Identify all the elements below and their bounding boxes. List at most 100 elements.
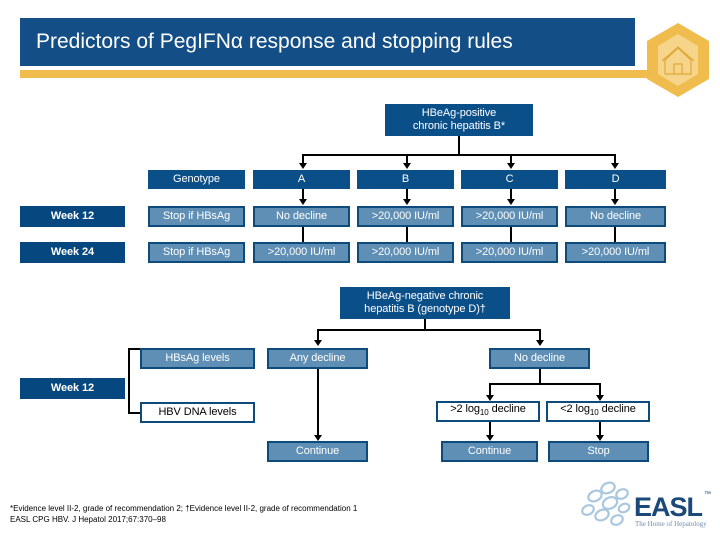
wk24-marker-text: Stop if HBsAg bbox=[162, 246, 231, 258]
banner-bar bbox=[20, 18, 635, 66]
outcome-continue-left: Continue bbox=[267, 441, 368, 462]
easl-logo: EASL ™ The Home of Hepatology bbox=[578, 478, 714, 536]
table-header-genotype-a: A bbox=[253, 170, 350, 189]
connector-c-to-wk12 bbox=[510, 189, 512, 200]
connector-b-wk12-wk24 bbox=[406, 227, 408, 242]
connector-d-to-wk12 bbox=[614, 189, 616, 200]
easl-wordmark: EASL bbox=[634, 492, 703, 522]
wk12-cell-d: No decline bbox=[565, 206, 666, 227]
criterion-hbv-dna-levels: HBV DNA levels bbox=[140, 402, 255, 423]
arrow-lt2log bbox=[596, 395, 604, 401]
subcondition-lt2log-decline: <2 log10 decline bbox=[546, 401, 650, 422]
connector-title-down bbox=[458, 136, 460, 154]
easl-trademark: ™ bbox=[704, 491, 711, 498]
footnote-1a: *Evidence level II-2, grade of recommend… bbox=[10, 504, 186, 513]
hbeag-positive-title-line1: HBeAg-positive bbox=[421, 107, 497, 119]
connector-drop-c bbox=[510, 154, 512, 164]
connector-no-decline-split bbox=[489, 383, 601, 385]
genotype-d-label: D bbox=[611, 173, 620, 185]
criterion-hbsag-label: HBsAg levels bbox=[165, 352, 230, 364]
wk12-marker-cell: Stop if HBsAg bbox=[148, 206, 245, 227]
wk12-cell-b: >20,000 IU/ml bbox=[357, 206, 454, 227]
wk24-cell-b: >20,000 IU/ml bbox=[357, 242, 454, 263]
connector-genotype-bus bbox=[302, 154, 614, 156]
wk24-cell-c-text: >20,000 IU/ml bbox=[475, 246, 544, 258]
week-12-label-text: Week 12 bbox=[50, 210, 95, 222]
easl-cells-icon bbox=[581, 481, 631, 526]
table-header-genotype-d: D bbox=[565, 170, 666, 189]
outcome-continue-right: Continue bbox=[441, 441, 538, 462]
arrow-a-wk12 bbox=[299, 199, 307, 205]
hbeag-negative-title-box: HBeAg-negative chronic hepatitis B (geno… bbox=[340, 287, 510, 319]
footnote-1b: †Evidence level II-2, grade of recommend… bbox=[185, 504, 358, 513]
outcome-stop: Stop bbox=[548, 441, 649, 462]
wk24-cell-a-text: >20,000 IU/ml bbox=[267, 246, 336, 258]
week-24-label-text: Week 24 bbox=[50, 246, 95, 258]
table-header-genotype-b: B bbox=[357, 170, 454, 189]
wk24-cell-c: >20,000 IU/ml bbox=[461, 242, 558, 263]
wk12-cell-a: No decline bbox=[253, 206, 350, 227]
subcondition-gt2log-decline: >2 log10 decline bbox=[436, 401, 540, 422]
arrow-c-wk12 bbox=[507, 199, 515, 205]
connector-d-wk12-wk24 bbox=[614, 227, 616, 242]
wk12-marker-text: Stop if HBsAg bbox=[162, 210, 231, 222]
connector-neg-drop-right bbox=[539, 329, 541, 341]
genotype-header-label: Genotype bbox=[173, 173, 220, 185]
arrow-continue-right bbox=[486, 435, 494, 441]
arrow-continue-left bbox=[314, 435, 322, 441]
criterion-hbv-dna-label: HBV DNA levels bbox=[158, 406, 237, 418]
connector-c-wk12-wk24 bbox=[510, 227, 512, 242]
table-header-genotype-c: C bbox=[461, 170, 558, 189]
wk12-cell-b-text: >20,000 IU/ml bbox=[371, 210, 440, 222]
wk12-cell-a-text: No decline bbox=[276, 210, 327, 222]
wk24-cell-d-text: >20,000 IU/ml bbox=[581, 246, 650, 258]
connector-split-left bbox=[489, 383, 491, 396]
arrow-genotype-d bbox=[611, 163, 619, 169]
wk12-cell-c: >20,000 IU/ml bbox=[461, 206, 558, 227]
genotype-a-label: A bbox=[297, 173, 306, 185]
table-header-genotype: Genotype bbox=[148, 170, 245, 189]
connector-split-right bbox=[599, 383, 601, 396]
arrow-genotype-a bbox=[299, 163, 307, 169]
connector-gt2log-down bbox=[489, 422, 491, 436]
arrow-no-decline bbox=[536, 340, 544, 346]
arrow-any-decline bbox=[314, 340, 322, 346]
wk12-cell-d-text: No decline bbox=[590, 210, 641, 222]
criterion-hbsag-levels: HBsAg levels bbox=[140, 348, 255, 369]
connector-drop-b bbox=[406, 154, 408, 164]
arrow-genotype-b bbox=[403, 163, 411, 169]
connector-b-to-wk12 bbox=[406, 189, 408, 200]
lt2log-subscript: 10 bbox=[589, 408, 599, 418]
no-decline-label: No decline bbox=[514, 352, 565, 364]
connector-a-to-wk12 bbox=[302, 189, 304, 200]
connector-any-decline-down bbox=[317, 369, 319, 436]
branch-no-decline: No decline bbox=[489, 348, 590, 369]
any-decline-label: Any decline bbox=[289, 352, 346, 364]
wk24-cell-b-text: >20,000 IU/ml bbox=[371, 246, 440, 258]
week-24-label-positive: Week 24 bbox=[20, 242, 125, 263]
connector-drop-d bbox=[614, 154, 616, 164]
footnote-line-2: EASL CPG HBV. J Hepatol 2017;67:370–98 bbox=[10, 515, 166, 524]
genotype-c-label: C bbox=[505, 173, 514, 185]
connector-neg-title-down bbox=[424, 319, 426, 329]
hbeag-positive-title-box: HBeAg-positive chronic hepatitis B* bbox=[385, 104, 533, 136]
banner-underline bbox=[20, 70, 652, 78]
wk24-marker-cell: Stop if HBsAg bbox=[148, 242, 245, 263]
continue-right-label: Continue bbox=[467, 445, 512, 457]
wk24-cell-a: >20,000 IU/ml bbox=[253, 242, 350, 263]
hexagon-house-icon bbox=[647, 23, 709, 97]
connector-lt2log-down bbox=[599, 422, 601, 436]
hbeag-negative-title-line1: HBeAg-negative chronic bbox=[366, 290, 484, 302]
genotype-b-label: B bbox=[401, 173, 410, 185]
connector-a-wk12-wk24 bbox=[302, 227, 304, 242]
footnotes: *Evidence level II-2, grade of recommend… bbox=[10, 503, 570, 525]
connector-drop-a bbox=[302, 154, 304, 164]
arrow-b-wk12 bbox=[403, 199, 411, 205]
wk24-cell-d: >20,000 IU/ml bbox=[565, 242, 666, 263]
lt2log-label: <2 log10 decline bbox=[560, 403, 636, 418]
arrow-gt2log bbox=[486, 395, 494, 401]
connector-neg-drop-left bbox=[317, 329, 319, 341]
footnote-line-1: *Evidence level II-2, grade of recommend… bbox=[10, 503, 570, 514]
arrow-d-wk12 bbox=[611, 199, 619, 205]
gt2log-label: >2 log10 decline bbox=[450, 403, 526, 418]
